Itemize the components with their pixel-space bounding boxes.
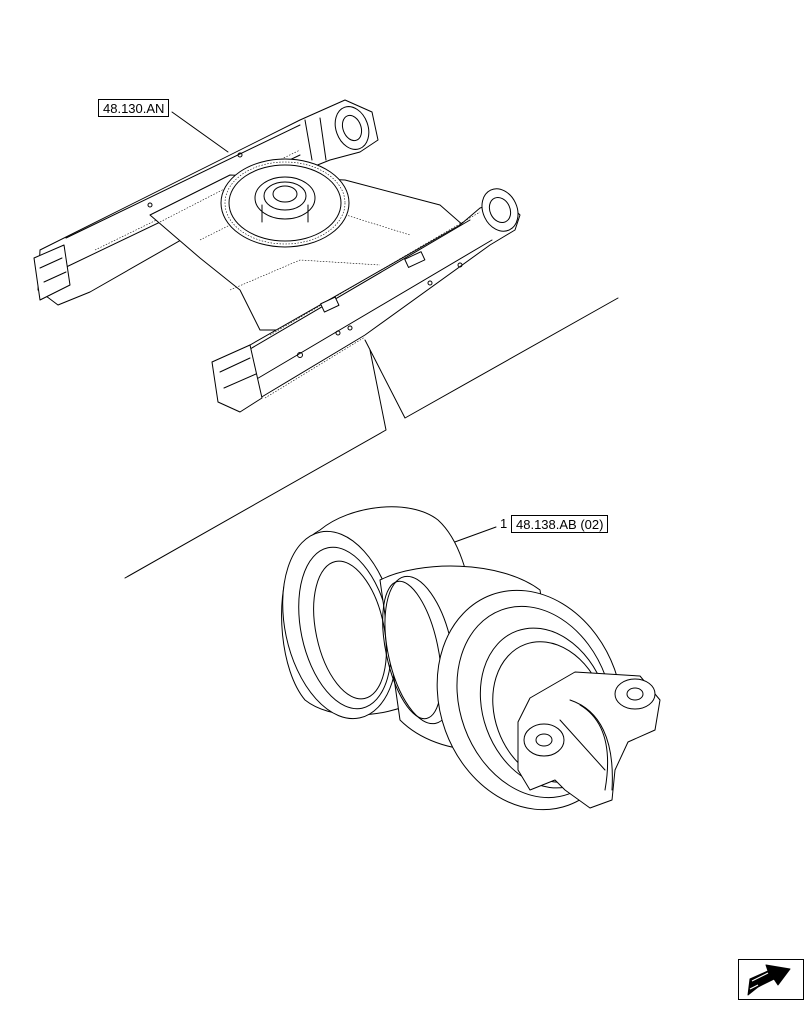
diagram-canvas <box>33 99 661 811</box>
parts-diagram: 48.130.AN 1 48.138.AB (02) <box>33 99 804 1000</box>
roller-leader-line <box>451 526 497 544</box>
undercarriage-frame-drawing <box>33 99 521 413</box>
frame-reference-callout[interactable]: 48.130.AN <box>98 99 170 117</box>
track-roller-drawing <box>281 506 661 811</box>
roller-item-number: 1 <box>500 516 508 531</box>
frame-leader-line <box>171 111 229 153</box>
roller-reference-callout[interactable]: 48.138.AB (02) <box>511 515 609 533</box>
section-break-lines <box>124 297 619 579</box>
next-page-arrow-icon[interactable] <box>738 959 804 1023</box>
